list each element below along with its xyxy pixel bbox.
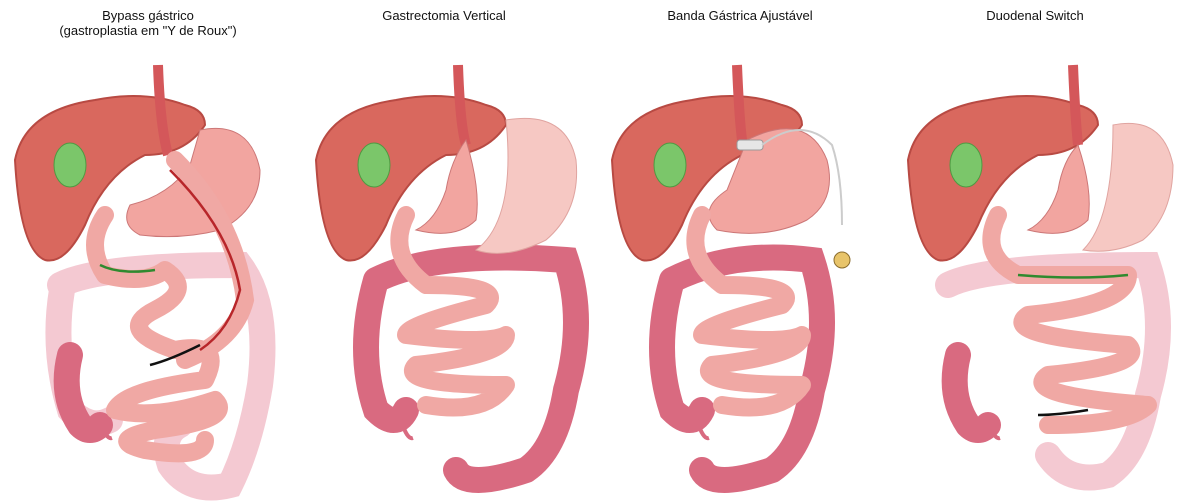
colon-active bbox=[955, 355, 988, 430]
small-intestine bbox=[95, 215, 219, 453]
gallbladder bbox=[654, 143, 686, 187]
access-port bbox=[834, 252, 850, 268]
panel-sleeve: Gastrectomia Vertical bbox=[296, 0, 592, 501]
gastric-band bbox=[737, 140, 763, 150]
bypass-illustration bbox=[0, 0, 296, 501]
black-arrow bbox=[1038, 410, 1088, 415]
duodenal-illustration bbox=[888, 0, 1182, 501]
esophagus bbox=[458, 65, 466, 145]
panel-duodenal: Duodenal Switch bbox=[888, 0, 1182, 501]
sleeve-illustration bbox=[296, 0, 592, 501]
panel-band: Banda Gástrica Ajustável bbox=[592, 0, 888, 501]
panel-bypass: Bypass gástrico (gastroplastia em "Y de … bbox=[0, 0, 296, 501]
stomach-sleeve bbox=[1028, 145, 1089, 233]
liver bbox=[316, 96, 506, 261]
gallbladder bbox=[358, 143, 390, 187]
esophagus bbox=[1073, 65, 1078, 145]
esophagus bbox=[737, 65, 742, 140]
small-intestine bbox=[695, 215, 802, 408]
colon-active bbox=[67, 355, 100, 430]
stomach-removed bbox=[1083, 123, 1173, 251]
gallbladder bbox=[54, 143, 86, 187]
band-illustration bbox=[592, 0, 888, 501]
gallbladder bbox=[950, 143, 982, 187]
